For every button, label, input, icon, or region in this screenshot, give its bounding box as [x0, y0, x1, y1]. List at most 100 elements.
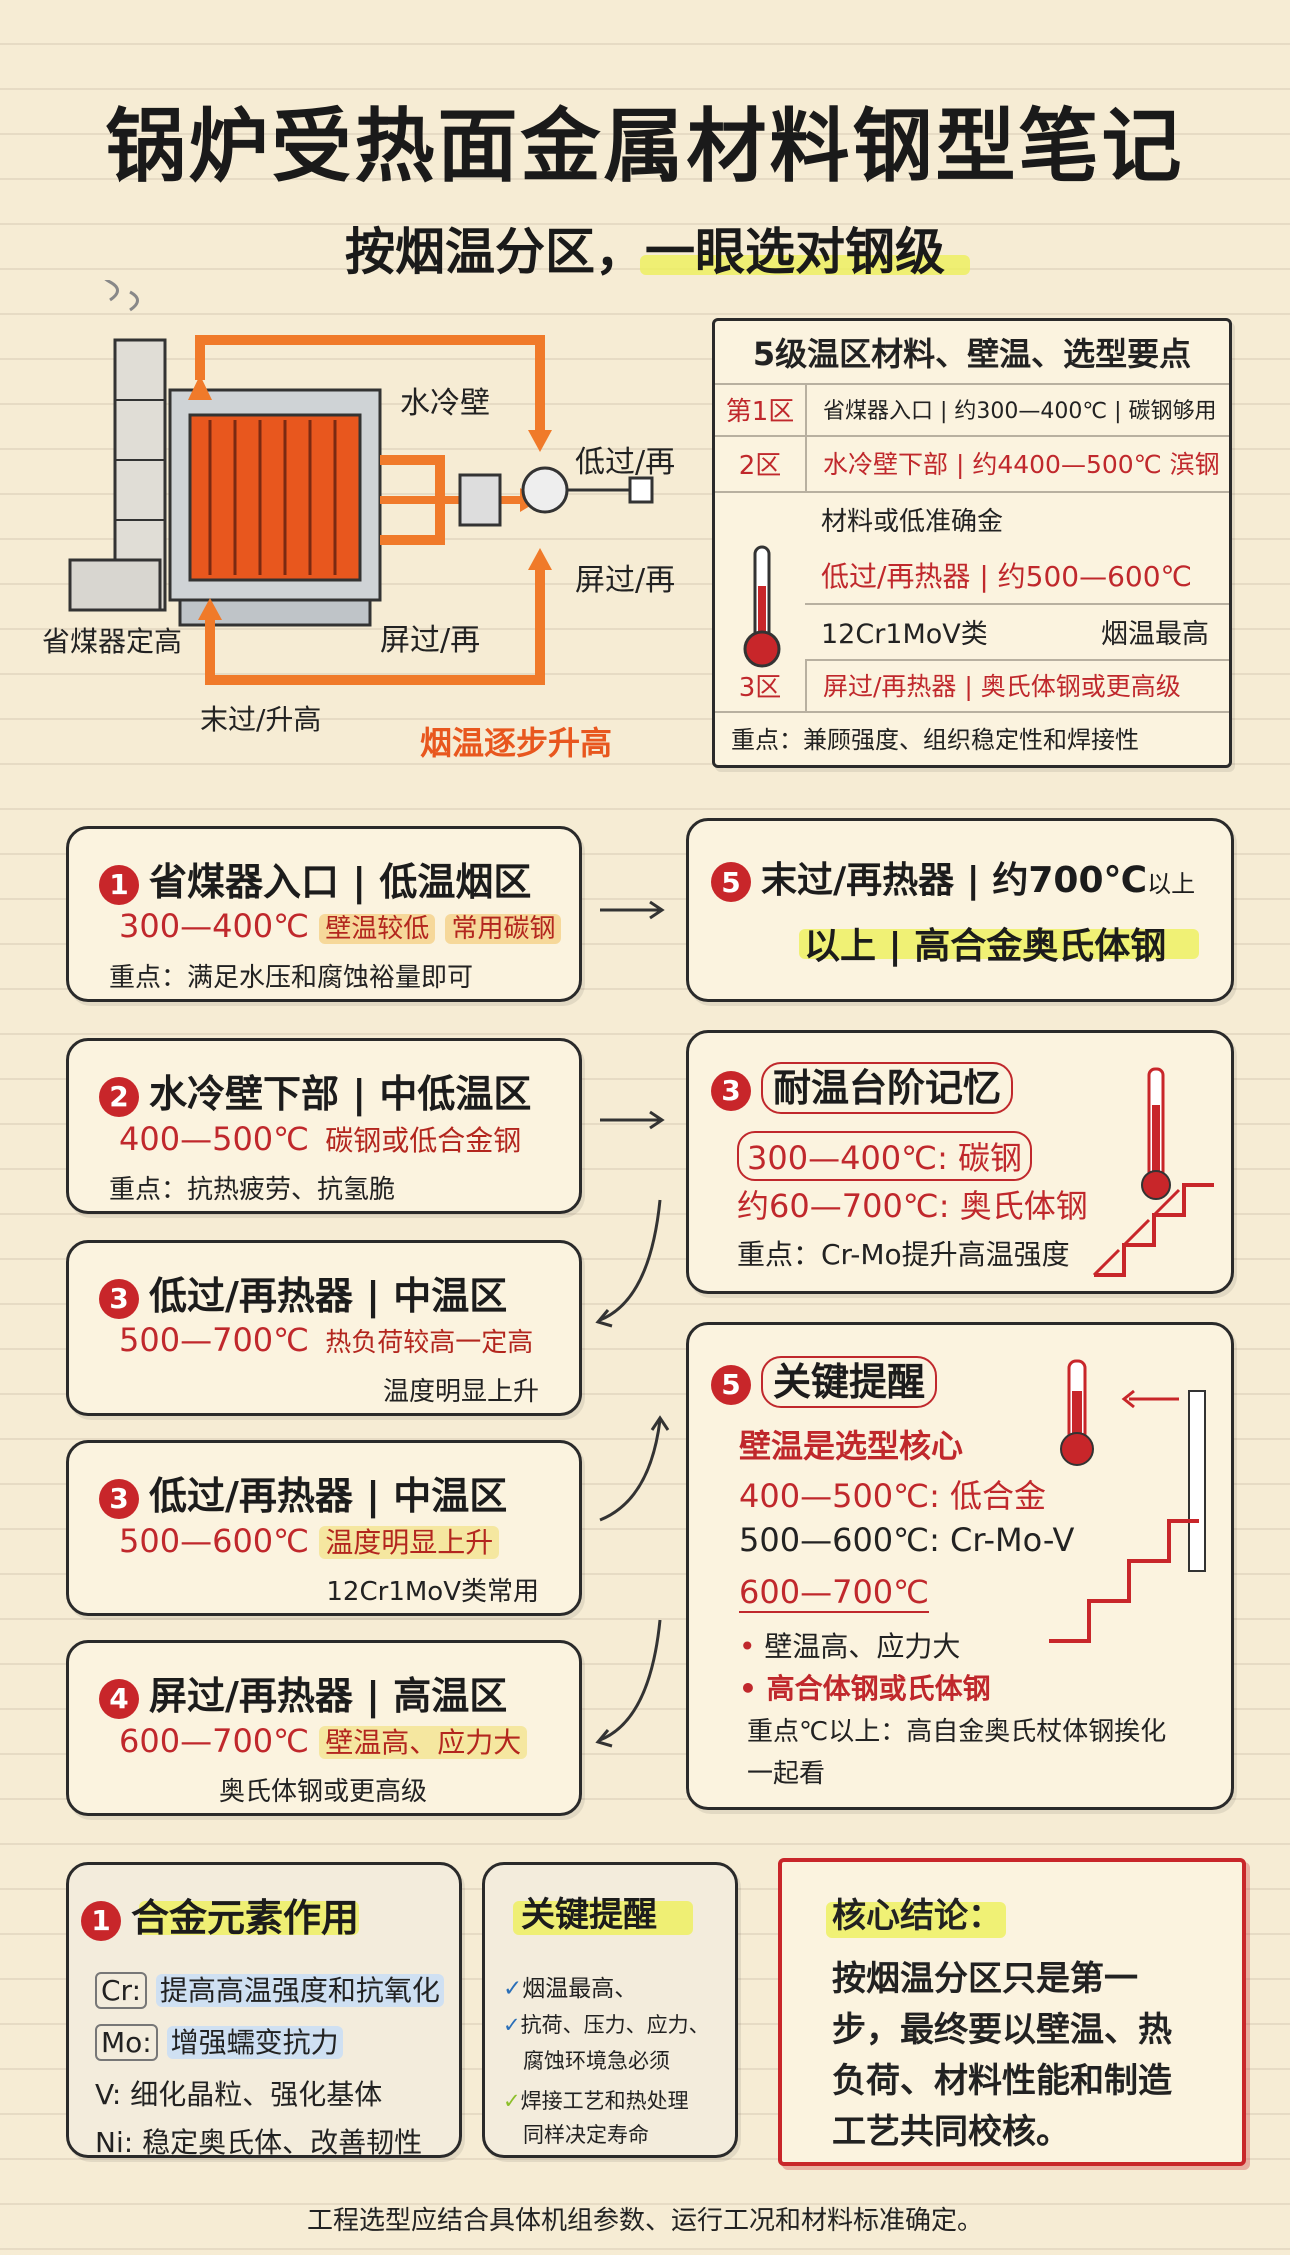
card-tag: 温度明显上升	[319, 1526, 500, 1559]
reminder-line-2: 400—500℃: 低合金	[739, 1477, 1047, 1515]
boiler-diagram	[68, 280, 654, 685]
reminder-note-2: 一起看	[747, 1759, 826, 1789]
connector-arrows	[595, 900, 670, 1748]
reminder-line-3: 500—600℃: Cr-Mo-V	[739, 1521, 1075, 1559]
alloy-desc: 提高高温强度和抗氧化	[155, 1974, 444, 2007]
conclusion-line: 按烟温分区只是第一	[832, 1959, 1138, 1999]
footer-note: 工程选型应结合具体机组参数、运行工况和材料标准确定。	[306, 2206, 983, 2236]
card-temp: 500—700℃	[119, 1321, 310, 1359]
card-temp: 500—600℃	[119, 1522, 310, 1560]
alloy-element: Mo:	[95, 2024, 158, 2061]
reminder2-item: 焊接工艺和热处理	[520, 2089, 689, 2113]
table-row: 重点：兼顾强度、组织稳定性和焊接性	[715, 711, 1229, 763]
card-tag: 常用碳钢	[445, 914, 562, 944]
thermometer-icon	[743, 545, 781, 668]
card-note: 温度明显上升	[382, 1377, 539, 1407]
table-row: 第1区 省煤器入口 | 约300—400℃ | 碳钢够用	[715, 383, 1229, 437]
number-badge: 3	[99, 1478, 139, 1519]
reminder-line-4: 600—700℃	[739, 1573, 930, 1613]
card-title: 关键提醒	[761, 1356, 938, 1408]
card-tag: 壁温较低	[319, 914, 436, 944]
row-text: 重点：兼顾强度、组织稳定性和焊接性	[731, 725, 1139, 754]
table-row: 2区 水冷壁下部 | 约4400—500℃ 滨钢	[715, 435, 1229, 493]
number-badge: 1	[99, 864, 139, 905]
card-temp: 400—500℃	[119, 1120, 310, 1158]
table-row: 3区 屏过/再热器 | 奥氏体钢或更高级	[715, 659, 1229, 713]
row-text: 12Cr1MoV类	[821, 618, 988, 650]
card-title: 合金元素作用	[131, 1896, 360, 1940]
page-title: 锅炉受热面金属材料钢型笔记	[105, 100, 1185, 193]
card-title: 耐温台阶记忆	[761, 1062, 1014, 1114]
row-text: 屏过/再热器 | 奥氏体钢或更高级	[823, 672, 1181, 701]
card-title: 关键提醒	[521, 1895, 657, 1935]
reminder-note-1: 重点℃以上：高自金奥氏杖体钢挨化	[747, 1717, 1167, 1747]
memory-line-1: 300—400℃: 碳钢	[737, 1131, 1033, 1181]
card-title: 低过/再热器 | 中温区	[149, 1474, 508, 1518]
key-reminder-2-card: 关键提醒 ✓烟温最高、 ✓抗荷、压力、应力、 腐蚀环境急必须 ✓焊接工艺和热处理…	[482, 1862, 738, 2158]
reminder-line-1: 壁温是选型核心	[739, 1427, 964, 1465]
row-text: 水冷壁下部 | 约4400—500℃ 滨钢	[823, 450, 1220, 479]
table-row: 12Cr1MoV类 烟温最高	[805, 603, 1229, 661]
final-tail: 以上	[1147, 870, 1196, 898]
alloy-element: Cr:	[95, 1972, 148, 2009]
table-row: 材料或低准确金	[715, 491, 1229, 547]
reminder-bullet-2: 高合体钢或氏体钢	[766, 1672, 991, 1705]
reminder2-item: 烟温最高、	[522, 1976, 638, 2002]
number-badge: 1	[81, 1900, 121, 1941]
card-title: 水冷壁下部 | 中低温区	[149, 1072, 532, 1116]
zone-tag: 第1区	[715, 383, 807, 435]
card-tag: 壁温高、应力大	[319, 1726, 528, 1759]
reminder-bullet-1: 壁温高、应力大	[764, 1630, 961, 1663]
card-note: 重点：满足水压和腐蚀裕量即可	[109, 963, 474, 993]
card-title: 低过/再热器 | 中温区	[149, 1274, 508, 1318]
reminder2-item: 同样决定寿命	[523, 2123, 649, 2147]
card-tag: 热负荷较高一定高	[325, 1328, 534, 1358]
subtitle-highlight	[640, 255, 970, 275]
card-title: 省煤器入口 | 低温烟区	[149, 860, 532, 904]
card-temp: 300—400℃	[119, 907, 310, 945]
conclusion-title-highlight	[826, 1902, 1006, 1938]
row-extra: 烟温最高	[1101, 618, 1209, 650]
label-screen-sh: 屏过/再	[575, 563, 676, 598]
card-temp: 600—700℃	[119, 1722, 310, 1760]
card-title: 屏过/再热器 | 高温区	[149, 1674, 508, 1718]
table-title: 5级温区材料、壁温、选型要点	[715, 321, 1229, 385]
memory-line-2: 约60—700℃: 奥氏体钢	[737, 1187, 1088, 1225]
card-note: 重点：抗热疲劳、抗氢脆	[109, 1175, 396, 1205]
conclusion-body: 按烟温分区只是第一 步，最终要以壁温、热 负荷、材料性能和制造 工艺共同校核。	[832, 1954, 1172, 2158]
number-badge: 3	[711, 1070, 751, 1111]
label-flue-rise: 烟温逐步升高	[420, 724, 613, 762]
zone-tag: 3区	[715, 659, 807, 711]
page-subtitle: 按烟温分区，一眼选对钢级	[345, 223, 945, 281]
label-screen-sh-2: 屏过/再	[380, 623, 481, 658]
label-economizer: 省煤器定高	[42, 625, 183, 658]
alloy-desc: 增强蠕变抗力	[166, 2026, 343, 2059]
alloy-title-highlight	[139, 1901, 359, 1935]
memory-note: 重点：Cr-Mo提升高温强度	[737, 1238, 1070, 1271]
number-badge: 3	[99, 1278, 139, 1319]
zone-tag: 2区	[715, 435, 807, 491]
reminder-stairs-icon	[1049, 1359, 1206, 1643]
row-text: 省煤器入口 | 约300—400℃ | 碳钢够用	[823, 399, 1217, 424]
label-low-sh: 低过/再	[575, 445, 676, 480]
conclusion-title: 核心结论：	[832, 1896, 1002, 1936]
number-badge: 2	[99, 1076, 139, 1117]
reminder2-title-highlight	[513, 1901, 693, 1935]
zone-tag	[715, 491, 805, 547]
label-final-sh: 末过/升高	[200, 703, 322, 736]
zone-table: 5级温区材料、壁温、选型要点 第1区 省煤器入口 | 约300—400℃ | 碳…	[712, 318, 1232, 768]
reminder2-item: 腐蚀环境急必须	[523, 2049, 670, 2073]
row-text: 材料或低准确金	[821, 506, 1004, 537]
label-water-wall: 水冷壁	[400, 386, 490, 421]
final-line2: 以上 | 高合金奥氏体钢	[804, 926, 1167, 967]
table-row: 低过/再热器 | 约500—600℃	[805, 547, 1229, 605]
number-badge: 4	[99, 1678, 139, 1719]
card-note: 12Cr1MoV类常用	[326, 1577, 539, 1607]
